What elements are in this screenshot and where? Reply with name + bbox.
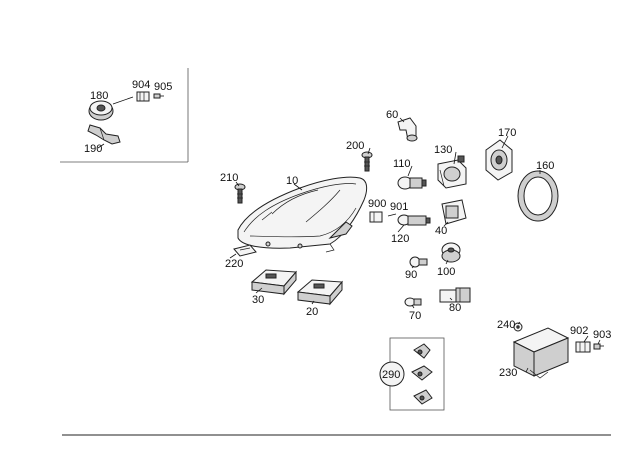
part-30-control-unit — [250, 269, 298, 296]
label-170: 170 — [498, 127, 516, 139]
part-290-kit-items — [411, 343, 433, 405]
part-70-bulb — [404, 297, 422, 307]
label-10: 10 — [286, 175, 298, 187]
label-220: 220 — [225, 258, 243, 270]
label-90: 90 — [405, 269, 417, 281]
part-230-ballast — [512, 327, 570, 379]
part-110-bulb — [397, 176, 427, 190]
label-180: 180 — [90, 90, 108, 102]
label-130: 130 — [434, 144, 452, 156]
part-40-bracket — [441, 199, 467, 225]
part-901-pin — [387, 213, 397, 217]
part-160-seal-ring — [517, 170, 559, 222]
label-903: 903 — [593, 329, 611, 341]
label-70: 70 — [409, 310, 421, 322]
label-900: 900 — [368, 198, 386, 210]
part-labels: 10 20 30 40 60 70 80 90 100 110 120 130 … — [84, 79, 611, 381]
part-20-control-unit — [296, 279, 344, 306]
label-30: 30 — [252, 294, 264, 306]
label-210: 210 — [220, 172, 238, 184]
label-60: 60 — [386, 109, 398, 121]
label-190: 190 — [84, 143, 102, 155]
label-110: 110 — [393, 158, 411, 170]
label-290: 290 — [382, 369, 400, 381]
label-904: 904 — [132, 79, 150, 91]
part-190-bracket — [87, 124, 121, 149]
part-80-connector — [439, 287, 471, 303]
part-220-gasket — [233, 244, 257, 257]
label-100: 100 — [437, 266, 455, 278]
part-180-connector-housing — [88, 96, 134, 121]
label-901: 901 — [390, 201, 408, 213]
leader-lines — [229, 117, 601, 373]
label-240: 240 — [497, 319, 515, 331]
label-80: 80 — [449, 302, 461, 314]
part-210-screw — [234, 183, 246, 204]
part-170-cover — [485, 139, 513, 181]
part-10-headlamp-housing — [237, 176, 368, 253]
part-200-screw — [361, 151, 373, 172]
label-120: 120 — [391, 233, 409, 245]
part-902-plug — [575, 341, 591, 353]
part-903-pin — [593, 343, 604, 350]
part-904-plug — [136, 91, 150, 102]
label-902: 902 — [570, 325, 588, 337]
part-60-cap — [397, 117, 418, 142]
label-230: 230 — [499, 367, 517, 379]
label-905: 905 — [154, 81, 172, 93]
part-120-bulb — [397, 214, 431, 226]
label-40: 40 — [435, 225, 447, 237]
part-905-pin — [153, 93, 164, 99]
part-100-socket — [441, 242, 461, 263]
label-200: 200 — [346, 140, 364, 152]
part-900-plug — [369, 211, 383, 223]
label-160: 160 — [536, 160, 554, 172]
label-20: 20 — [306, 306, 318, 318]
part-90-bulb — [409, 256, 428, 268]
part-290-kit-frame — [379, 337, 445, 411]
part-240-washer — [513, 322, 523, 332]
inset-frame — [60, 68, 189, 163]
part-130-holder — [437, 155, 467, 189]
